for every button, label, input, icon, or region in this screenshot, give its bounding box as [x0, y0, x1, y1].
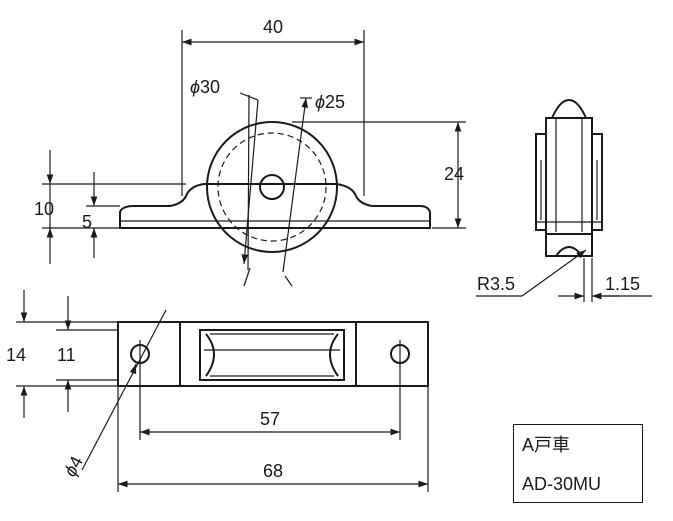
dim-phi4-label: ϕ4 — [60, 453, 87, 480]
front-view — [119, 92, 431, 287]
dim-11-label: 11 — [57, 345, 76, 365]
product-code: AD-30MU — [522, 474, 602, 494]
dim-40-label: 40 — [263, 17, 283, 37]
dim-radius-thickness: R3.5 1.15 — [476, 249, 652, 300]
dim-14-label: 14 — [6, 345, 26, 365]
dim-phi25-label: ϕ25 — [315, 92, 345, 112]
dim-24-label: 24 — [444, 164, 464, 184]
dim-5-label: 5 — [82, 212, 92, 232]
dim-10-label: 10 — [34, 199, 54, 219]
wheel-outer — [206, 121, 338, 253]
dim-hole-phi4: ϕ4 — [60, 309, 167, 480]
dim-115-label: 1.15 — [605, 274, 640, 294]
dim-height-24: 24 — [292, 121, 466, 229]
dim-r35-label: R3.5 — [477, 274, 515, 294]
dim-width-40: 40 — [181, 17, 365, 196]
dim-57-label: 57 — [260, 409, 280, 429]
dim-68-label: 68 — [263, 461, 283, 481]
product-label-box: A戸車 AD-30MU — [513, 424, 643, 503]
product-name: A戸車 — [522, 435, 571, 455]
axle-hole — [259, 174, 285, 200]
wheel-inner-dashed — [217, 132, 327, 242]
plan-view — [117, 321, 429, 387]
side-view — [535, 98, 603, 302]
dim-plan-14-11: 14 11 — [6, 290, 118, 418]
dim-hole-pitch-57: 57 — [139, 368, 401, 440]
dim-left-10-5: 10 5 — [34, 150, 186, 264]
dim-phi30-label: ϕ30 — [190, 77, 220, 97]
dim-overall-68: 68 — [117, 386, 429, 492]
